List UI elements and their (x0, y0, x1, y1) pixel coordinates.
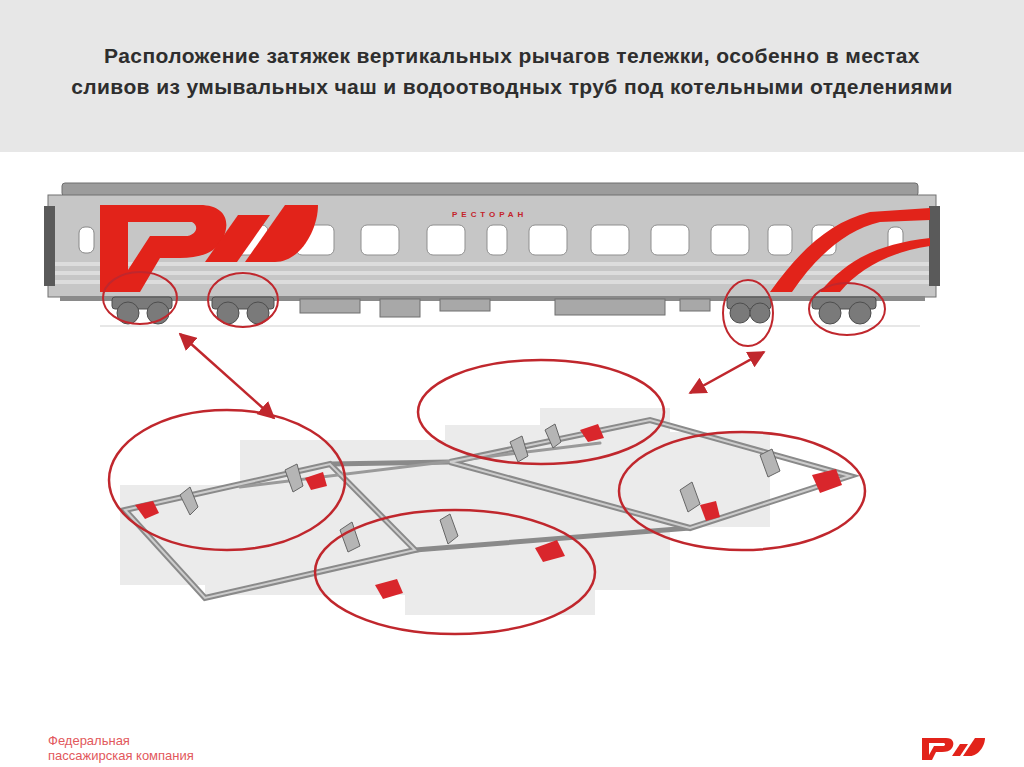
lever (180, 487, 198, 515)
company-name: Федеральная пассажирская компания (48, 733, 208, 763)
wheel (730, 303, 750, 323)
car-inscription: РЕСТОРАН (452, 210, 527, 219)
lever (760, 449, 780, 477)
underframe (60, 296, 925, 301)
rod (125, 464, 415, 598)
double-arrow (690, 352, 764, 393)
equipment-box (555, 299, 665, 315)
lever (440, 514, 458, 544)
brake-part (305, 472, 327, 490)
collage-highlights (109, 360, 865, 634)
highlight-ellipse (809, 283, 885, 335)
equipment-box (300, 299, 360, 313)
equipment-box (680, 299, 710, 311)
levers (180, 424, 780, 552)
highlight-ellipse (619, 432, 865, 550)
car-end (44, 206, 55, 286)
window (768, 225, 792, 255)
lever (510, 436, 528, 462)
logo-graphic (100, 205, 318, 292)
highlight-ellipse (103, 272, 177, 324)
window (591, 225, 629, 255)
highlight-ellipse (418, 360, 664, 464)
highlight-ellipse (208, 273, 278, 327)
window (487, 225, 507, 255)
brake-part (135, 501, 159, 519)
lever (285, 464, 303, 492)
underframe-equipment (300, 299, 710, 317)
car-body (48, 195, 936, 297)
header-band (0, 0, 1024, 152)
window (361, 225, 399, 255)
end-window (79, 227, 94, 253)
photo-patch (445, 425, 670, 590)
car-end (929, 206, 940, 286)
wheel (849, 302, 871, 324)
logo-stroke (929, 738, 953, 760)
equipment-box (440, 299, 490, 311)
brake-part (375, 579, 403, 599)
double-arrow (180, 334, 274, 418)
highlight-ellipse (109, 410, 345, 550)
wheel (750, 303, 770, 323)
logo-stroke (922, 738, 929, 760)
highlight-ellipse (315, 510, 595, 634)
passenger-car (44, 183, 940, 326)
window (427, 225, 465, 255)
brake-part (812, 469, 842, 493)
brake-rods (125, 420, 850, 598)
rail-line (100, 326, 920, 327)
highlight-ellipse (723, 280, 773, 346)
window (711, 225, 749, 255)
brake-part (700, 501, 720, 521)
brake-part (535, 540, 565, 562)
equipment-box (380, 299, 420, 317)
wheel (819, 302, 841, 324)
red-swoosh (770, 208, 930, 292)
logo-stroke (963, 738, 985, 756)
photo-collage (120, 408, 770, 615)
car-windows (230, 225, 836, 255)
lever (545, 424, 561, 448)
bogies (112, 297, 876, 324)
slide-title: Расположение затяжек вертикальных рычаго… (62, 40, 962, 102)
footer-logo (922, 738, 985, 760)
window (651, 225, 689, 255)
photo-patch (405, 590, 595, 615)
window (529, 225, 567, 255)
logo-stroke (128, 205, 226, 292)
car-highlights (103, 272, 885, 346)
logo-stroke (245, 205, 318, 262)
brake-part (580, 424, 604, 442)
car-roof (62, 183, 918, 196)
lever (680, 482, 700, 512)
